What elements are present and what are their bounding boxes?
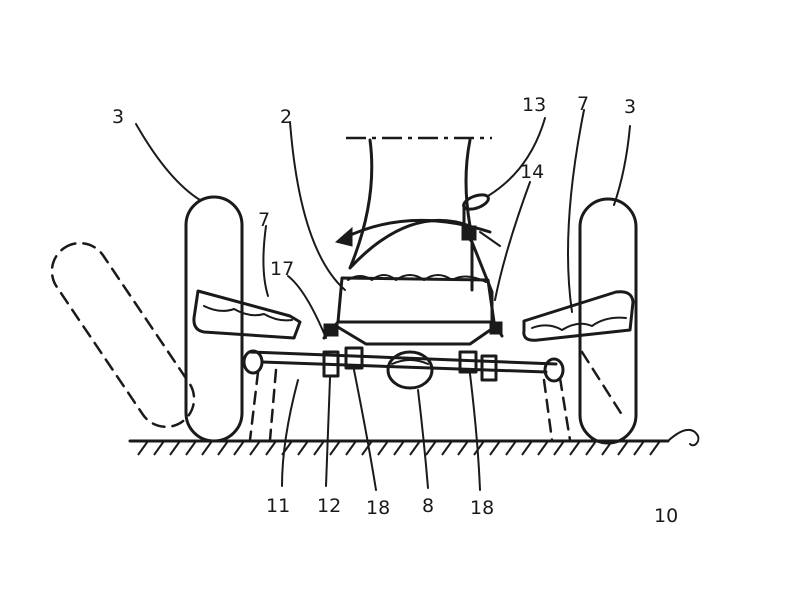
ground-hatch-mark [361,440,373,456]
ground-hatch-mark [153,440,165,456]
label-ground: 10 [654,505,678,527]
label-frame: 2 [280,106,292,128]
ground-hatch-mark [345,440,357,456]
label-pivot-left: 18 [366,497,390,519]
central-frame [322,136,504,346]
label-support: 11 [266,495,290,517]
label-pivot-right: 18 [470,497,494,519]
leader-lines [135,109,631,491]
ground-hatch-mark [137,440,149,456]
right-wheel-tilted-outline [580,350,626,420]
label-seat-left: 7 [258,209,270,231]
ground-surface [128,428,700,456]
ground-hatch-mark [233,440,245,456]
ground-hatch-mark [201,440,213,456]
ground-hatch-mark [297,440,309,456]
ground-hatch-mark [441,440,453,456]
label-linkage: 14 [520,161,544,183]
ground-hatch-mark [313,440,325,456]
axle-bar [242,321,565,390]
ground-hatch-mark [537,440,549,456]
ground-hatch-mark [457,440,469,456]
right-wheel [578,197,638,445]
right-seat-pad [522,290,635,342]
label-handle: 13 [522,94,546,116]
label-bracket: 12 [317,495,341,517]
reference-labels: 3 2 13 7 3 14 7 17 11 12 18 8 18 10 [112,93,678,527]
ground-hatch-mark [489,440,501,456]
ground-hatch-mark [585,440,597,456]
ground-hatch-mark [393,440,405,456]
ground-hatch-mark [569,440,581,456]
ground-hatch-mark [633,440,645,456]
ground-hatch-mark [185,440,197,456]
label-joint: 17 [270,258,294,280]
ground-hatch-mark [473,440,485,456]
left-wheel-tilted-outline [50,241,196,429]
ground-hatch-mark [217,440,229,456]
ground-hatch-mark [249,440,261,456]
lever-handle [461,193,501,326]
ground-hatch-mark [329,440,341,456]
ground-hatch-mark [617,440,629,456]
ground-hatch-mark [409,440,421,456]
label-seat-right: 7 [577,93,589,115]
ground-hatch-mark [553,440,565,456]
label-wheel-right: 3 [624,96,636,118]
label-wheel-left: 3 [112,106,124,128]
ground-hatch-mark [265,440,277,456]
ground-hatch-mark [649,440,661,456]
left-seat-pad [192,289,302,340]
left-wheel [184,195,244,443]
ground-hatch-mark [425,440,437,456]
ground-hatch-mark [377,440,389,456]
ground-hatch-mark [505,440,517,456]
ground-hatch-mark [521,440,533,456]
support-legs [248,368,572,442]
label-axle: 8 [422,495,434,517]
ground-hatch-mark [169,440,181,456]
